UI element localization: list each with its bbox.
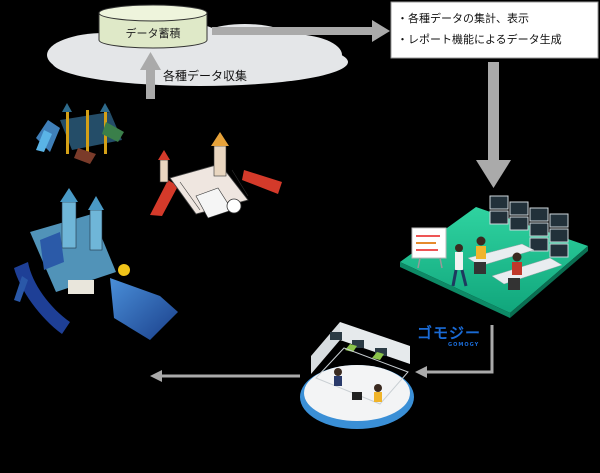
monitor-wall (489, 195, 569, 258)
operator-figures (451, 236, 522, 290)
collection-arrow (140, 52, 161, 99)
playground-equipment-castle (150, 132, 282, 219)
arrow-to-report (212, 20, 390, 42)
database-label: データ蓄積 (126, 26, 181, 40)
database-icon: データ蓄積 (98, 4, 208, 49)
brand-name: ゴモジー (417, 324, 481, 342)
report-line-1: ・各種データの集計、表示 (397, 11, 529, 25)
collection-label: 各種データ収集 (163, 68, 247, 83)
reporting-box: ・各種データの集計、表示 ・レポート機能によるデータ生成 (390, 1, 599, 59)
arrow-to-office (415, 325, 494, 378)
control-center-illustration (400, 195, 588, 318)
whiteboard (411, 227, 447, 269)
arrow-down (476, 62, 511, 188)
playground-equipment-large (14, 188, 178, 340)
arrow-to-playground (150, 370, 300, 382)
office-illustration (300, 322, 414, 429)
gomogy-logo: ゴモジー GOMOGY (417, 324, 481, 348)
report-line-2: ・レポート機能によるデータ生成 (397, 32, 562, 46)
playground-equipment-small (36, 103, 124, 164)
brand-sub: GOMOGY (448, 342, 479, 348)
